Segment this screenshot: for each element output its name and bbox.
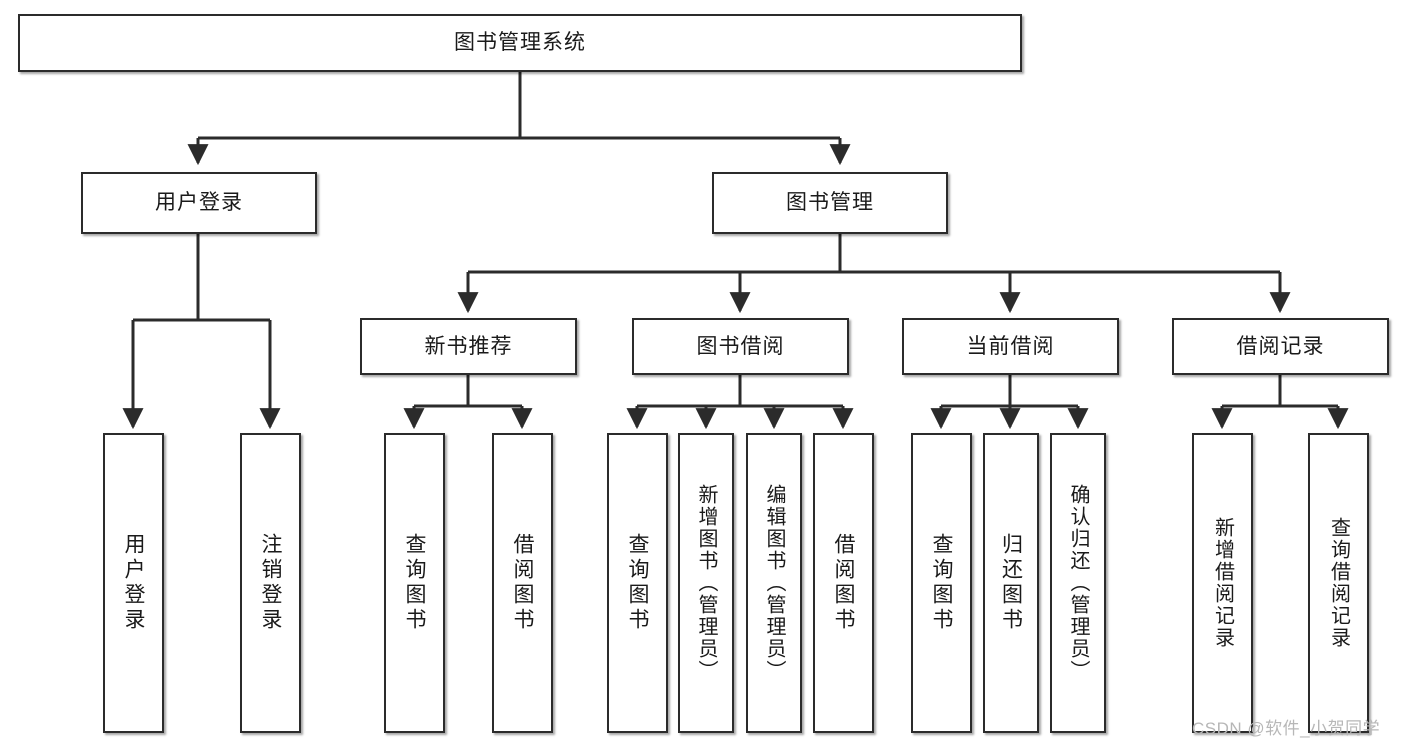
leaf-edit-book-admin[interactable]: 编辑图书（管理员） bbox=[746, 433, 802, 733]
node-user-login[interactable]: 用户登录 bbox=[81, 172, 317, 234]
leaf-borrow-book-borrow[interactable]: 借阅图书 bbox=[813, 433, 874, 733]
leaf-borrow-book-new-recommend[interactable]: 借阅图书 bbox=[492, 433, 553, 733]
leaf-add-book-admin[interactable]: 新增图书（管理员） bbox=[678, 433, 734, 733]
node-root-system[interactable]: 图书管理系统 bbox=[18, 14, 1022, 72]
node-borrow-record[interactable]: 借阅记录 bbox=[1172, 318, 1389, 375]
leaf-add-borrow-record[interactable]: 新增借阅记录 bbox=[1192, 433, 1253, 733]
csdn-watermark: CSDN @软件_小贺同学 bbox=[1192, 719, 1381, 738]
leaf-query-book-current[interactable]: 查询图书 bbox=[911, 433, 972, 733]
leaf-confirm-return-admin[interactable]: 确认归还（管理员） bbox=[1050, 433, 1106, 733]
leaf-query-book-new-recommend[interactable]: 查询图书 bbox=[384, 433, 445, 733]
node-current-borrow[interactable]: 当前借阅 bbox=[902, 318, 1119, 375]
node-book-borrow[interactable]: 图书借阅 bbox=[632, 318, 849, 375]
leaf-user-login[interactable]: 用户登录 bbox=[103, 433, 164, 733]
leaf-query-book-borrow[interactable]: 查询图书 bbox=[607, 433, 668, 733]
node-new-book-recommend[interactable]: 新书推荐 bbox=[360, 318, 577, 375]
leaf-logout-login[interactable]: 注销登录 bbox=[240, 433, 301, 733]
leaf-query-borrow-record[interactable]: 查询借阅记录 bbox=[1308, 433, 1369, 733]
leaf-return-book[interactable]: 归还图书 bbox=[983, 433, 1039, 733]
node-book-manage[interactable]: 图书管理 bbox=[712, 172, 948, 234]
